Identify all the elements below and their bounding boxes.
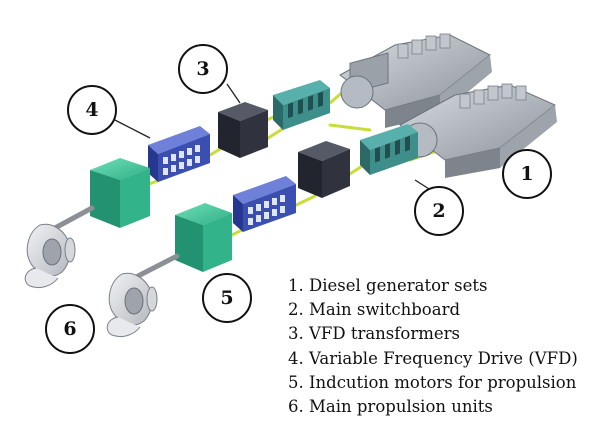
- legend-item-induction-motors: 5. Indcution motors for propulsion: [288, 372, 577, 392]
- induction-motor-upper: [90, 158, 150, 228]
- callout-6-label: 6: [63, 318, 76, 340]
- callout-6: 6: [45, 304, 95, 354]
- callout-5: 5: [202, 273, 252, 323]
- callout-3: 3: [178, 44, 228, 94]
- vfd-transformer-lower: [298, 141, 350, 198]
- diesel-generator-set-rear: [339, 33, 492, 128]
- vfd-lower: [233, 176, 296, 232]
- main-switchboard-upper: [273, 80, 330, 130]
- vfd-transformer-upper: [218, 102, 268, 158]
- diesel-generator-set-front: [399, 83, 557, 178]
- main-switchboard-lower: [360, 124, 418, 175]
- callout-2-label: 2: [432, 200, 445, 222]
- propulsion-unit-upper: [24, 205, 95, 289]
- legend-item-main-switchboard: 2. Main switchboard: [288, 300, 461, 320]
- vfd-upper: [148, 126, 210, 182]
- component-legend: 1. Diesel generator sets 2. Main switchb…: [288, 274, 578, 419]
- propulsion-unit-lower: [106, 253, 180, 338]
- callout-2: 2: [414, 186, 464, 236]
- induction-motor-lower: [175, 203, 232, 272]
- callout-3-label: 3: [196, 58, 209, 80]
- legend-item-diesel-generator-sets: 1. Diesel generator sets: [288, 276, 488, 295]
- legend-item-main-propulsion-units: 6. Main propulsion units: [288, 397, 493, 417]
- callout-4: 4: [67, 85, 117, 135]
- callout-4-label: 4: [85, 99, 98, 121]
- callout-1: 1: [502, 149, 552, 199]
- callout-5-label: 5: [220, 287, 233, 309]
- callout-1-label: 1: [520, 163, 533, 185]
- legend-item-vfd: 4. Variable Frequency Drive (VFD): [288, 348, 578, 368]
- legend-item-vfd-transformers: 3. VFD transformers: [288, 324, 460, 344]
